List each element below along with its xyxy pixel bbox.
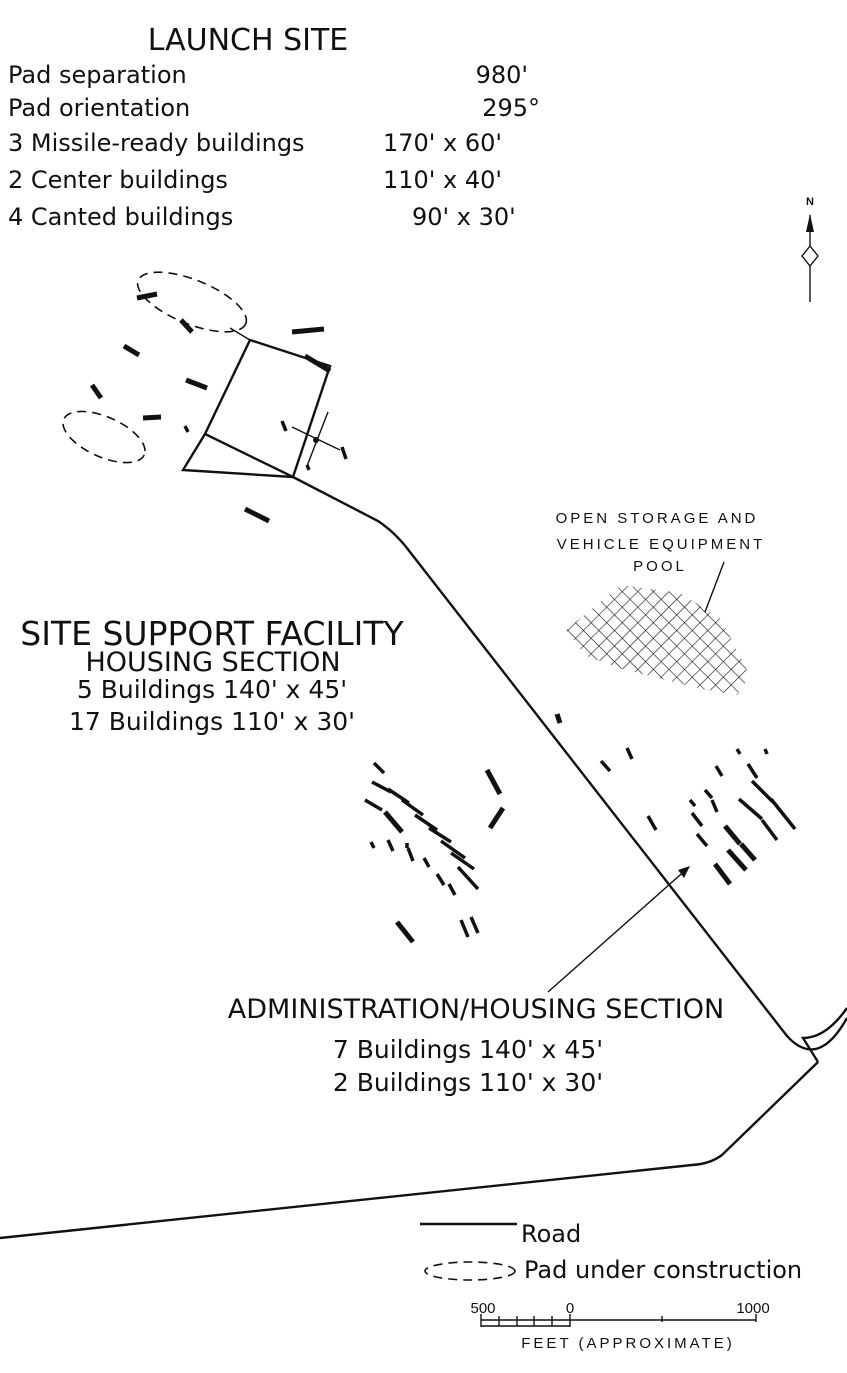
row-label-missile-ready: 3 Missile-ready buildings <box>8 129 305 157</box>
scale-label-1000: 1000 <box>736 1300 769 1317</box>
site-support-label: SITE SUPPORT FACILITY HOUSING SECTION 5 … <box>20 614 404 736</box>
center-structure <box>280 411 348 467</box>
canted-building <box>89 383 104 400</box>
launch-site-table: LAUNCH SITE Pad separation 980' Pad orie… <box>8 23 540 231</box>
pad-under-construction-lower <box>62 410 146 464</box>
site-support-line1: 5 Buildings 140' x 45' <box>77 675 347 704</box>
launch-compound-lower <box>180 433 294 479</box>
map-legend: Road Pad under construction <box>420 1220 802 1284</box>
launch-site-layout <box>62 271 348 524</box>
admin-housing-line2: 2 Buildings 110' x 30' <box>333 1068 603 1097</box>
storage-pool-hatch <box>566 585 750 695</box>
canted-building <box>122 343 141 358</box>
site-support-subtitle: HOUSING SECTION <box>85 647 340 678</box>
scale-caption: FEET (APPROXIMATE) <box>521 1335 734 1352</box>
admin-housing-title: ADMINISTRATION/HOUSING SECTION <box>228 994 724 1025</box>
canted-building <box>136 291 158 301</box>
row-value-canted-buildings: 90' x 30' <box>412 203 516 231</box>
legend-road-label: Road <box>521 1220 581 1248</box>
center-building <box>185 377 208 391</box>
row-label-pad-separation: Pad separation <box>8 61 187 89</box>
road-main-diagonal <box>292 475 847 1051</box>
scale-label-500: 500 <box>470 1300 495 1317</box>
legend-pad-label: Pad under construction <box>524 1256 802 1284</box>
launch-site-title: LAUNCH SITE <box>148 23 349 58</box>
scale-bar: 500 0 1000 FEET (APPROXIMATE) <box>470 1300 769 1352</box>
open-storage-line2: VEHICLE EQUIPMENT <box>557 536 766 553</box>
legend-pad-symbol <box>424 1261 516 1281</box>
admin-housing-buildings <box>554 713 797 886</box>
missile-ready-building <box>243 506 271 524</box>
site-support-line2: 17 Buildings 110' x 30' <box>69 707 355 736</box>
admin-housing-label: ADMINISTRATION/HOUSING SECTION 7 Buildin… <box>228 866 724 1097</box>
missile-ready-building <box>303 353 332 374</box>
open-storage-line3: POOL <box>633 558 687 575</box>
site-support-buildings <box>364 761 506 944</box>
center-building <box>142 414 162 421</box>
row-label-pad-orientation: Pad orientation <box>8 94 190 122</box>
open-storage-line1: OPEN STORAGE AND <box>556 510 759 527</box>
row-label-center-buildings: 2 Center buildings <box>8 166 228 194</box>
admin-housing-line1: 7 Buildings 140' x 45' <box>333 1035 603 1064</box>
road-junction <box>800 1007 847 1063</box>
open-storage-area: OPEN STORAGE AND VEHICLE EQUIPMENT POOL <box>556 510 766 695</box>
canted-building <box>179 318 194 334</box>
row-value-pad-orientation: 295° <box>482 94 540 122</box>
missile-ready-building <box>291 326 325 335</box>
admin-leader-line <box>547 867 689 993</box>
site-support-title: SITE SUPPORT FACILITY <box>20 614 404 653</box>
row-value-missile-ready: 170' x 60' <box>383 129 502 157</box>
road-lower <box>0 1061 819 1240</box>
row-label-canted-buildings: 4 Canted buildings <box>8 203 233 231</box>
main-road <box>0 475 847 1240</box>
north-arrow-label: N <box>806 196 814 208</box>
north-arrow-icon: N <box>801 196 819 302</box>
row-value-center-buildings: 110' x 40' <box>383 166 502 194</box>
row-value-pad-separation: 980' <box>476 61 528 89</box>
scale-label-0: 0 <box>566 1300 574 1317</box>
